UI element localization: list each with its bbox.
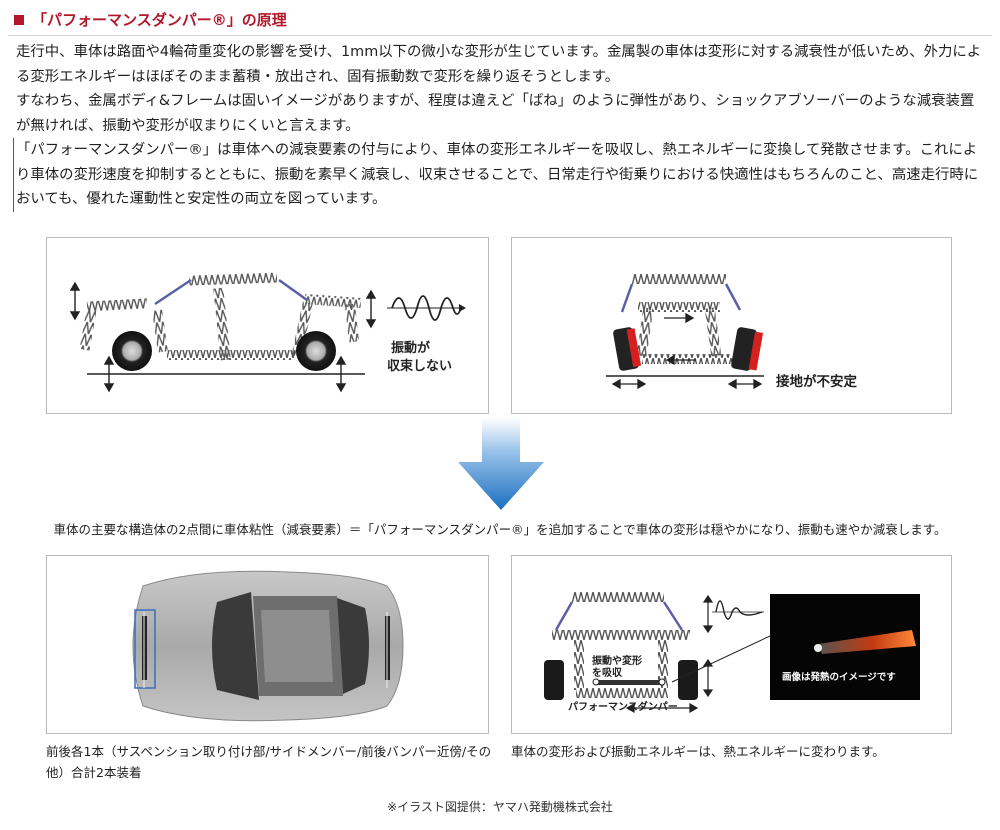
intro-paragraph-3: 「パフォーマンスダンパー®」は車体への減衰要素の付与により、車体の変形エネルギー… — [13, 138, 988, 212]
intro-paragraph-2: すなわち、金属ボディ&フレームは固いイメージがありますが、程度は違えど「ばね」の… — [16, 93, 975, 134]
car-spring-illustration: 振動が 収束しない — [69, 272, 466, 393]
panel-car-body-spring: 振動が 収束しない — [46, 237, 489, 414]
damper-label: パフォーマンスダンパー — [568, 700, 678, 713]
intro-paragraph-1: 走行中、車体は路面や4輪荷重変化の影響を受け、1mm以下の微小な変形が生じていま… — [16, 44, 982, 85]
heading-title: 「パフォーマンスダンパー®」の原理 — [32, 11, 287, 29]
bottom-left-caption: 前後各1本（サスペンション取り付け部/サイドメンバー/前後バンパー近傍/その他）… — [46, 744, 492, 780]
heat-image-label: 画像は発熱のイメージです — [782, 671, 896, 683]
absorb-label-2: を吸収 — [592, 667, 623, 679]
intro-text: 走行中、車体は路面や4輪荷重変化の影響を受け、1mm以下の微小な変形が生じていま… — [13, 40, 988, 212]
damper-heat-illustration: 振動や変形 を吸収 パフォーマンスダンパー 画像は発熱のイメージです — [544, 592, 920, 714]
panel-unstable-grip: 接地が不安定 — [511, 237, 952, 414]
illustration-credit: ※イラスト図提供：ヤマハ発動機株式会社 — [387, 800, 613, 814]
bottom-right-caption: 車体の変形および振動エネルギーは、熱エネルギーに変わります。 — [511, 744, 885, 759]
not-converging-label-2: 収束しない — [387, 358, 452, 374]
top-view-car-illustration — [132, 570, 404, 722]
middle-caption: 車体の主要な構造体の2点間に車体粘性（減衰要素）＝「パフォーマンスダンパー®」を… — [53, 522, 947, 537]
section-heading: 「パフォーマンスダンパー®」の原理 — [8, 4, 992, 36]
not-converging-label-1: 振動が — [391, 340, 430, 356]
unstable-grip-label: 接地が不安定 — [776, 373, 857, 390]
panel-top-view-car — [46, 555, 489, 734]
spring-body — [79, 272, 362, 361]
absorb-label-1: 振動や変形 — [592, 654, 642, 667]
down-arrow-icon — [458, 418, 544, 512]
heading-square-icon — [14, 14, 24, 25]
panel-damper-heat: 振動や変形 を吸収 パフォーマンスダンパー 画像は発熱のイメージです — [511, 555, 952, 734]
unstable-grip-illustration: 接地が不安定 — [606, 274, 857, 390]
